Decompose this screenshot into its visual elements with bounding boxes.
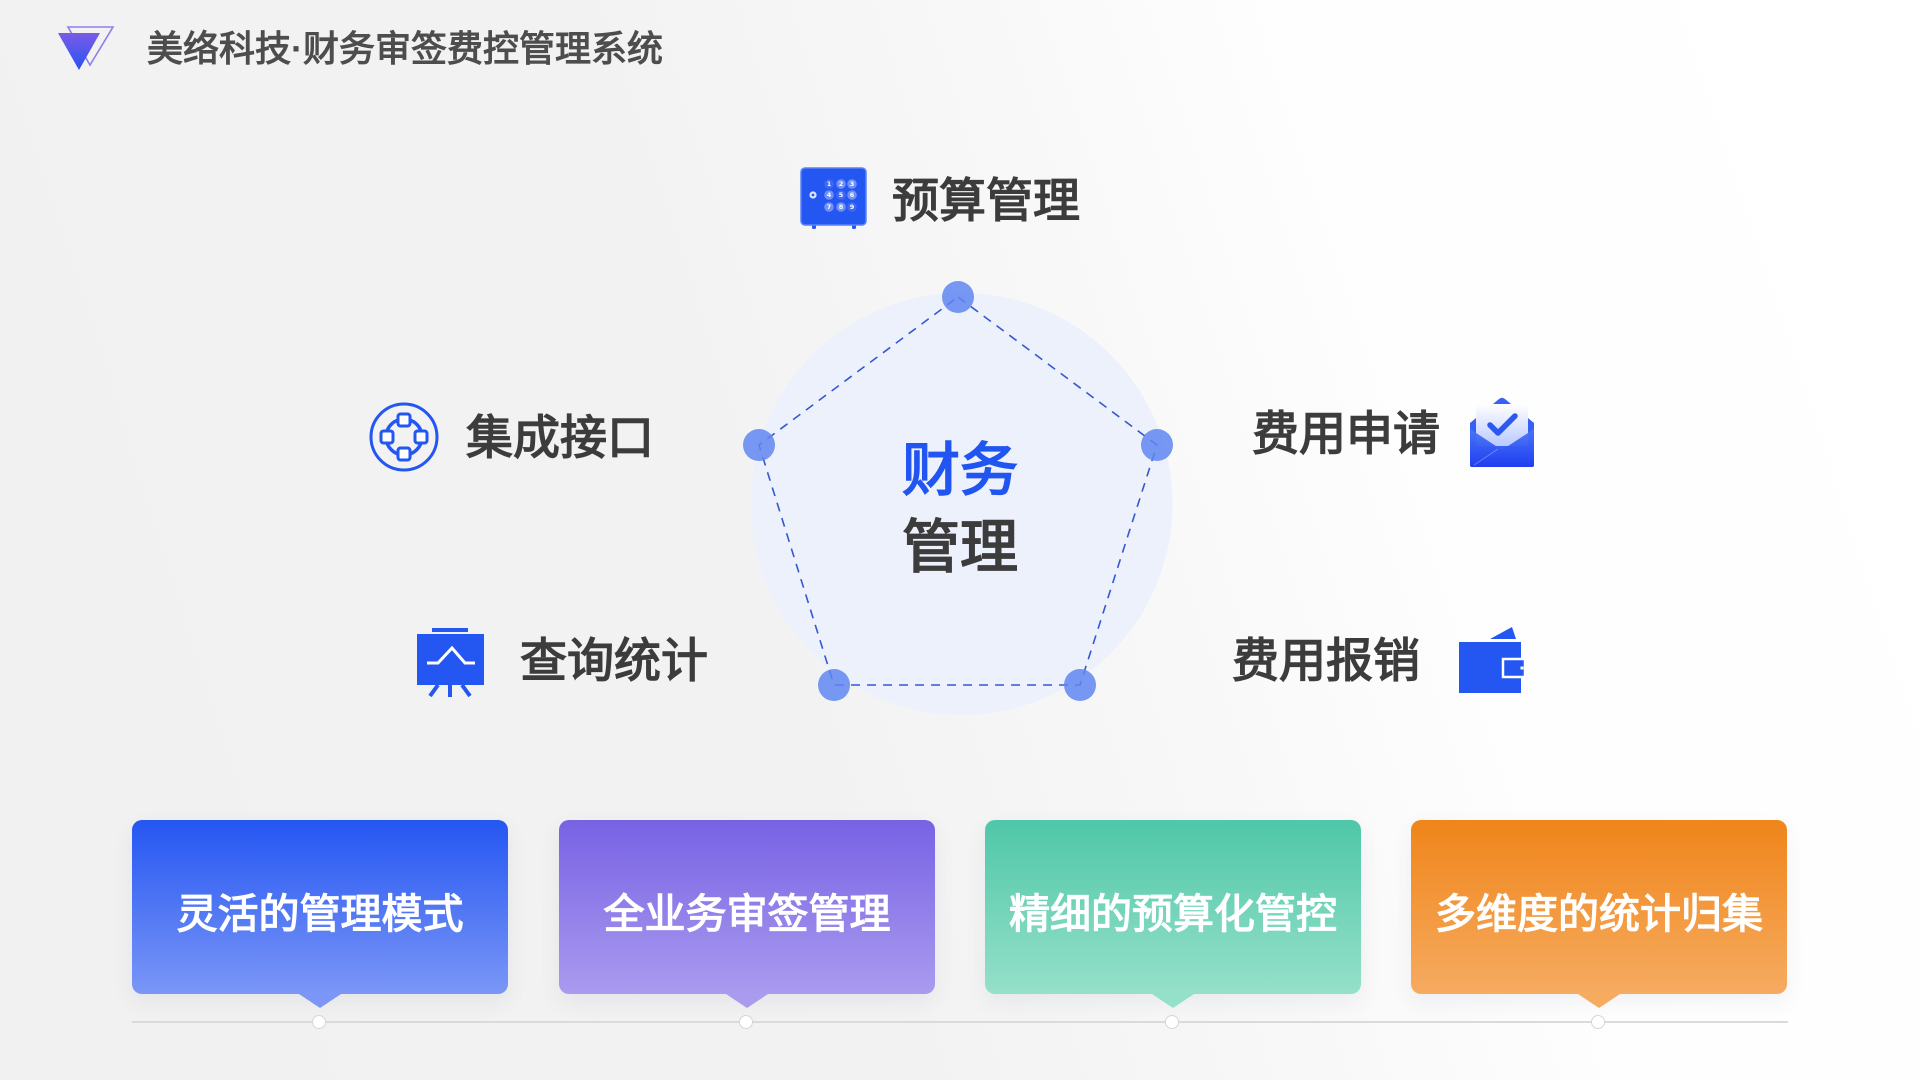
hub-node-bottom-right (1064, 669, 1096, 701)
svg-text:1: 1 (827, 180, 832, 188)
timeline-dot (312, 1015, 326, 1029)
feature-card-pointer (1152, 994, 1194, 1008)
feature-card-pointer (1578, 994, 1620, 1008)
svg-text:5: 5 (839, 191, 844, 199)
hub-title-line2: 管理 (901, 515, 1018, 580)
timeline-dot (1165, 1015, 1179, 1029)
feature-card-budget-control: 精细的预算化管控 (985, 820, 1361, 1008)
network-nodes-icon (369, 402, 439, 472)
svg-text:7: 7 (827, 203, 832, 211)
hub-title: 财务 管理 (860, 432, 1060, 586)
feature-card-pointer (726, 994, 768, 1008)
module-label: 集成接口 (466, 411, 654, 464)
hub-background-circle (750, 293, 1173, 715)
timeline-dot (739, 1015, 753, 1029)
hub-node-bottom-left (818, 669, 850, 701)
feature-card-pointer (299, 994, 341, 1008)
timeline-line (132, 1021, 1788, 1023)
feature-card-label: 灵活的管理模式 (176, 890, 464, 937)
hub-node-right (1141, 429, 1173, 461)
wallet-icon (1459, 627, 1527, 693)
safe-keypad-icon: 1 2 3 4 5 6 7 8 9 (800, 167, 867, 229)
feature-card-label: 多维度的统计归集 (1435, 890, 1763, 937)
module-label: 费用申请 (1252, 407, 1440, 460)
svg-text:4: 4 (827, 191, 832, 199)
app-title: 美络科技·财务审签费控管理系统 (147, 28, 663, 69)
triangle-logo-icon (58, 26, 115, 70)
feature-card-multidimensional-statistics: 多维度的统计归集 (1411, 820, 1787, 1008)
feature-card-label: 全业务审签管理 (603, 890, 891, 937)
hub-node-left (743, 429, 775, 461)
hub-node-top (942, 281, 974, 313)
envelope-check-icon (1470, 397, 1534, 467)
module-label: 查询统计 (520, 634, 708, 687)
svg-text:2: 2 (839, 180, 844, 188)
svg-text:6: 6 (850, 191, 855, 199)
feature-card-approval-management: 全业务审签管理 (559, 820, 935, 1008)
presentation-chart-icon (417, 628, 484, 698)
svg-text:8: 8 (839, 203, 844, 211)
svg-text:3: 3 (850, 180, 855, 188)
svg-text:9: 9 (850, 203, 855, 211)
module-label: 预算管理 (892, 174, 1080, 227)
hub-title-line1: 财务 (901, 438, 1018, 503)
feature-card-flexible-management: 灵活的管理模式 (132, 820, 508, 1008)
timeline-dot (1591, 1015, 1605, 1029)
logo-filled-triangle (58, 33, 100, 70)
feature-card-label: 精细的预算化管控 (1009, 890, 1337, 937)
module-label: 费用报销 (1232, 634, 1420, 687)
